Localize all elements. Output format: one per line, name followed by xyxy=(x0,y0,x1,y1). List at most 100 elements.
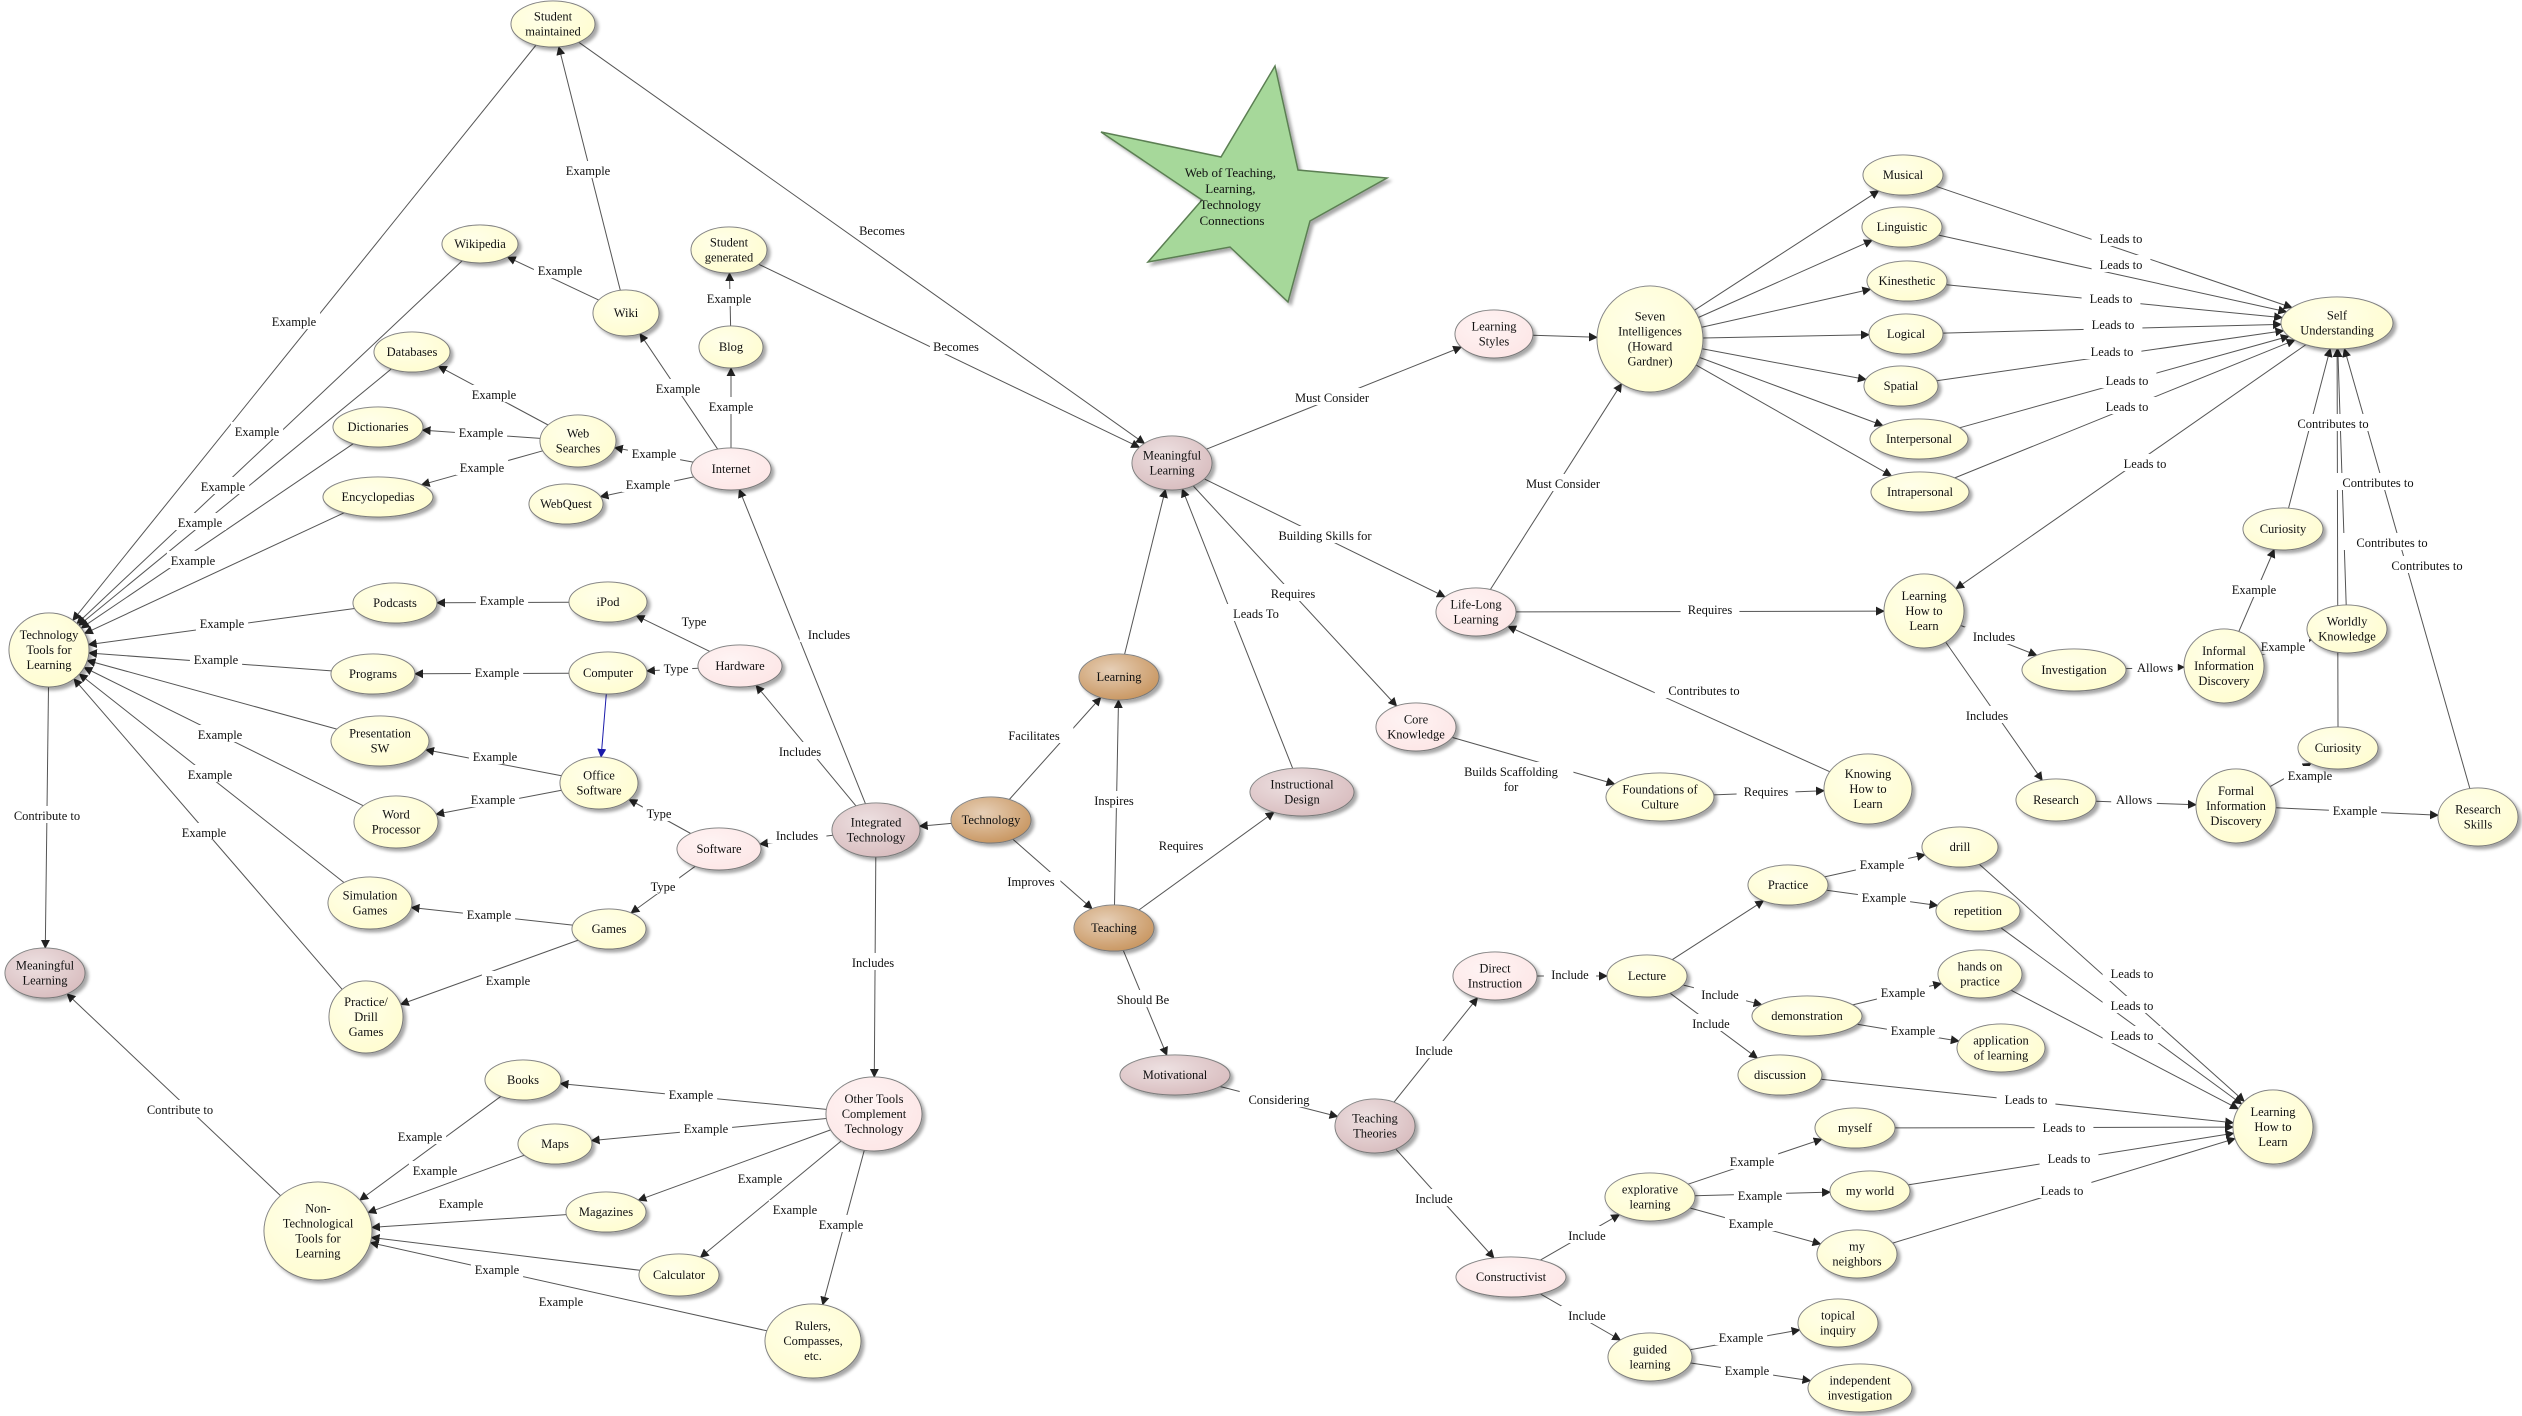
node-podcasts[interactable]: Podcasts xyxy=(352,582,438,624)
node-webquest[interactable]: WebQuest xyxy=(528,483,604,525)
edge-magazines-to-non_tech xyxy=(371,1214,567,1232)
node-intrapersonal[interactable]: Intrapersonal xyxy=(1870,471,1970,513)
edge-label-motivational-to-teaching_theories: Considering xyxy=(1248,1093,1310,1107)
node-learning[interactable]: Learning xyxy=(1078,653,1160,701)
node-research[interactable]: Research xyxy=(2015,778,2097,822)
node-highlight xyxy=(765,1304,861,1378)
node-databases[interactable]: Databases xyxy=(373,331,451,373)
node-interpersonal[interactable]: Interpersonal xyxy=(1869,418,1969,460)
node-logical[interactable]: Logical xyxy=(1868,313,1944,355)
node-spatial[interactable]: Spatial xyxy=(1863,365,1939,407)
node-books[interactable]: Books xyxy=(484,1059,562,1101)
node-kinesthetic[interactable]: Kinesthetic xyxy=(1866,260,1948,302)
node-maps[interactable]: Maps xyxy=(517,1123,593,1165)
node-label: Practice xyxy=(1768,878,1809,892)
node-wiki[interactable]: Wiki xyxy=(592,289,660,337)
node-investigation[interactable]: Investigation xyxy=(2021,648,2127,692)
edge-label-repetition-to-learning_how_bottom: Leads to xyxy=(2111,999,2154,1013)
edge-label-spatial-to-self_understanding: Leads to xyxy=(2091,345,2134,359)
edge-label-line: Example xyxy=(200,617,245,631)
node-lecture[interactable]: Lecture xyxy=(1606,954,1688,998)
node-technology[interactable]: Technology xyxy=(950,796,1032,844)
node-blog[interactable]: Blog xyxy=(698,325,764,369)
edge-label-line: Example xyxy=(475,1263,520,1277)
node-repetition[interactable]: repetition xyxy=(1935,890,2021,932)
node-my-world[interactable]: my world xyxy=(1829,1170,1911,1212)
node-practice[interactable]: Practice xyxy=(1747,864,1829,906)
node-dictionaries[interactable]: Dictionaries xyxy=(332,406,424,448)
node-label-line: Compasses, xyxy=(783,1334,842,1348)
edge-labels-layer: ExampleBecomesExampleExampleExampleExamp… xyxy=(1,161,2477,1378)
node-wikipedia[interactable]: Wikipedia xyxy=(441,224,519,264)
edge-label-bg xyxy=(1226,604,1286,621)
title-star: Web of Teaching, Learning, Technology Co… xyxy=(1100,63,1390,304)
node-drill[interactable]: drill xyxy=(1921,826,1999,868)
node-highlight xyxy=(511,1,595,47)
node-encyclopedias[interactable]: Encyclopedias xyxy=(322,476,434,518)
node-computer[interactable]: Computer xyxy=(568,651,648,695)
node-hardware[interactable]: Hardware xyxy=(697,644,783,688)
node-software[interactable]: Software xyxy=(676,827,762,871)
node-motivational[interactable]: Motivational xyxy=(1119,1054,1231,1096)
node-myself[interactable]: myself xyxy=(1814,1107,1896,1149)
node-curiosity2[interactable]: Curiosity xyxy=(2297,726,2379,770)
node-linguistic[interactable]: Linguistic xyxy=(1861,206,1943,248)
node-programs[interactable]: Programs xyxy=(330,653,416,695)
edge-label-linguistic-to-self_understanding: Leads to xyxy=(2100,258,2143,272)
node-constructivist[interactable]: Constructivist xyxy=(1455,1256,1567,1298)
node-demonstration[interactable]: demonstration xyxy=(1751,995,1863,1037)
node-rulers[interactable]: Rulers,Compasses,etc. xyxy=(764,1303,862,1379)
edge-label-integrated_tech-to-internet: Includes xyxy=(808,628,850,642)
node-games[interactable]: Games xyxy=(571,908,647,950)
node-teaching[interactable]: Teaching xyxy=(1073,904,1155,952)
edge-label-bg xyxy=(2034,1118,2094,1135)
node-musical[interactable]: Musical xyxy=(1862,154,1944,196)
node-curiosity1[interactable]: Curiosity xyxy=(2242,507,2324,551)
edge-label-bg xyxy=(704,397,758,414)
node-magazines[interactable]: Magazines xyxy=(565,1191,647,1233)
node-calculator[interactable]: Calculator xyxy=(638,1253,720,1297)
node-label-line: Understanding xyxy=(2300,324,2374,338)
node-discussion[interactable]: discussion xyxy=(1737,1054,1823,1096)
node-ipod[interactable]: iPod xyxy=(568,581,648,623)
edge-label-bg xyxy=(994,726,1074,743)
node-internet[interactable]: Internet xyxy=(690,447,772,491)
